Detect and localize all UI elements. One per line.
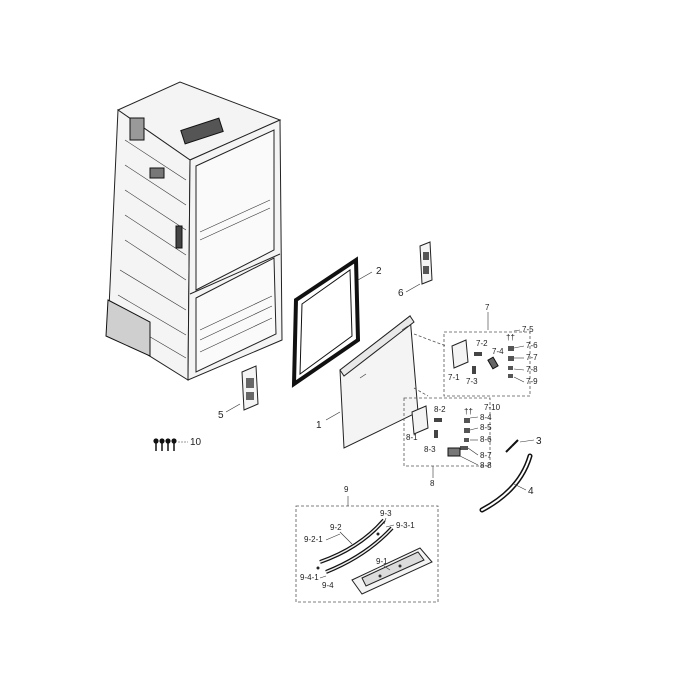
callout-5: 5 [218, 410, 224, 421]
callout-9: 9 [344, 485, 349, 494]
curved-rail [479, 453, 533, 513]
callout-7-3: 7-3 [466, 377, 478, 386]
callout-1: 1 [316, 420, 322, 431]
screws-part-10 [153, 438, 177, 451]
callout-8-5: 8-5 [480, 423, 492, 432]
callout-7-7: 7-7 [526, 353, 538, 362]
callout-2: 2 [376, 266, 382, 277]
callout-9-3-1: 9-3-1 [396, 521, 415, 530]
callout-8-4: 8-4 [480, 413, 492, 422]
group-7: †† [443, 331, 531, 397]
callout-8-8: 8-8 [480, 461, 492, 470]
callout-7-8: 7-8 [526, 365, 538, 374]
svg-text:††: †† [506, 333, 515, 342]
callout-10: 10 [190, 437, 202, 448]
hinge-bracket-top [419, 241, 433, 285]
callout-4: 4 [528, 486, 534, 497]
callout-3: 3 [536, 436, 542, 447]
callout-9-3: 9-3 [380, 509, 392, 518]
callout-9-2-1: 9-2-1 [304, 535, 323, 544]
callout-9-1: 9-1 [376, 557, 388, 566]
callout-8: 8 [430, 479, 435, 488]
callout-7-5: 7-5 [522, 325, 534, 334]
door-gasket [291, 256, 361, 388]
callout-7-6: 7-6 [526, 341, 538, 350]
callout-8-6: 8-6 [480, 435, 492, 444]
callout-7-10: 7-10 [484, 403, 501, 412]
freezer-door [339, 315, 419, 449]
callout-9-4: 9-4 [322, 581, 334, 590]
callout-7-4: 7-4 [492, 347, 504, 356]
callout-6: 6 [398, 288, 404, 299]
callout-7-2: 7-2 [476, 339, 488, 348]
callout-7-1: 7-1 [448, 373, 460, 382]
screws-part-3 [505, 439, 519, 453]
callout-7-9: 7-9 [526, 377, 538, 386]
hinge-bracket-bottom [241, 365, 259, 411]
callout-8-3: 8-3 [424, 445, 436, 454]
svg-text:††: †† [464, 407, 473, 416]
callout-8-2: 8-2 [434, 405, 446, 414]
group-9 [295, 505, 439, 603]
group-8: †† [403, 397, 491, 467]
callout-7: 7 [485, 303, 490, 312]
callout-8-7: 8-7 [480, 451, 492, 460]
refrigerator-cabinet [105, 81, 283, 381]
callout-8-1: 8-1 [406, 433, 418, 442]
callout-9-2: 9-2 [330, 523, 342, 532]
callout-9-4-1: 9-4-1 [300, 573, 319, 582]
